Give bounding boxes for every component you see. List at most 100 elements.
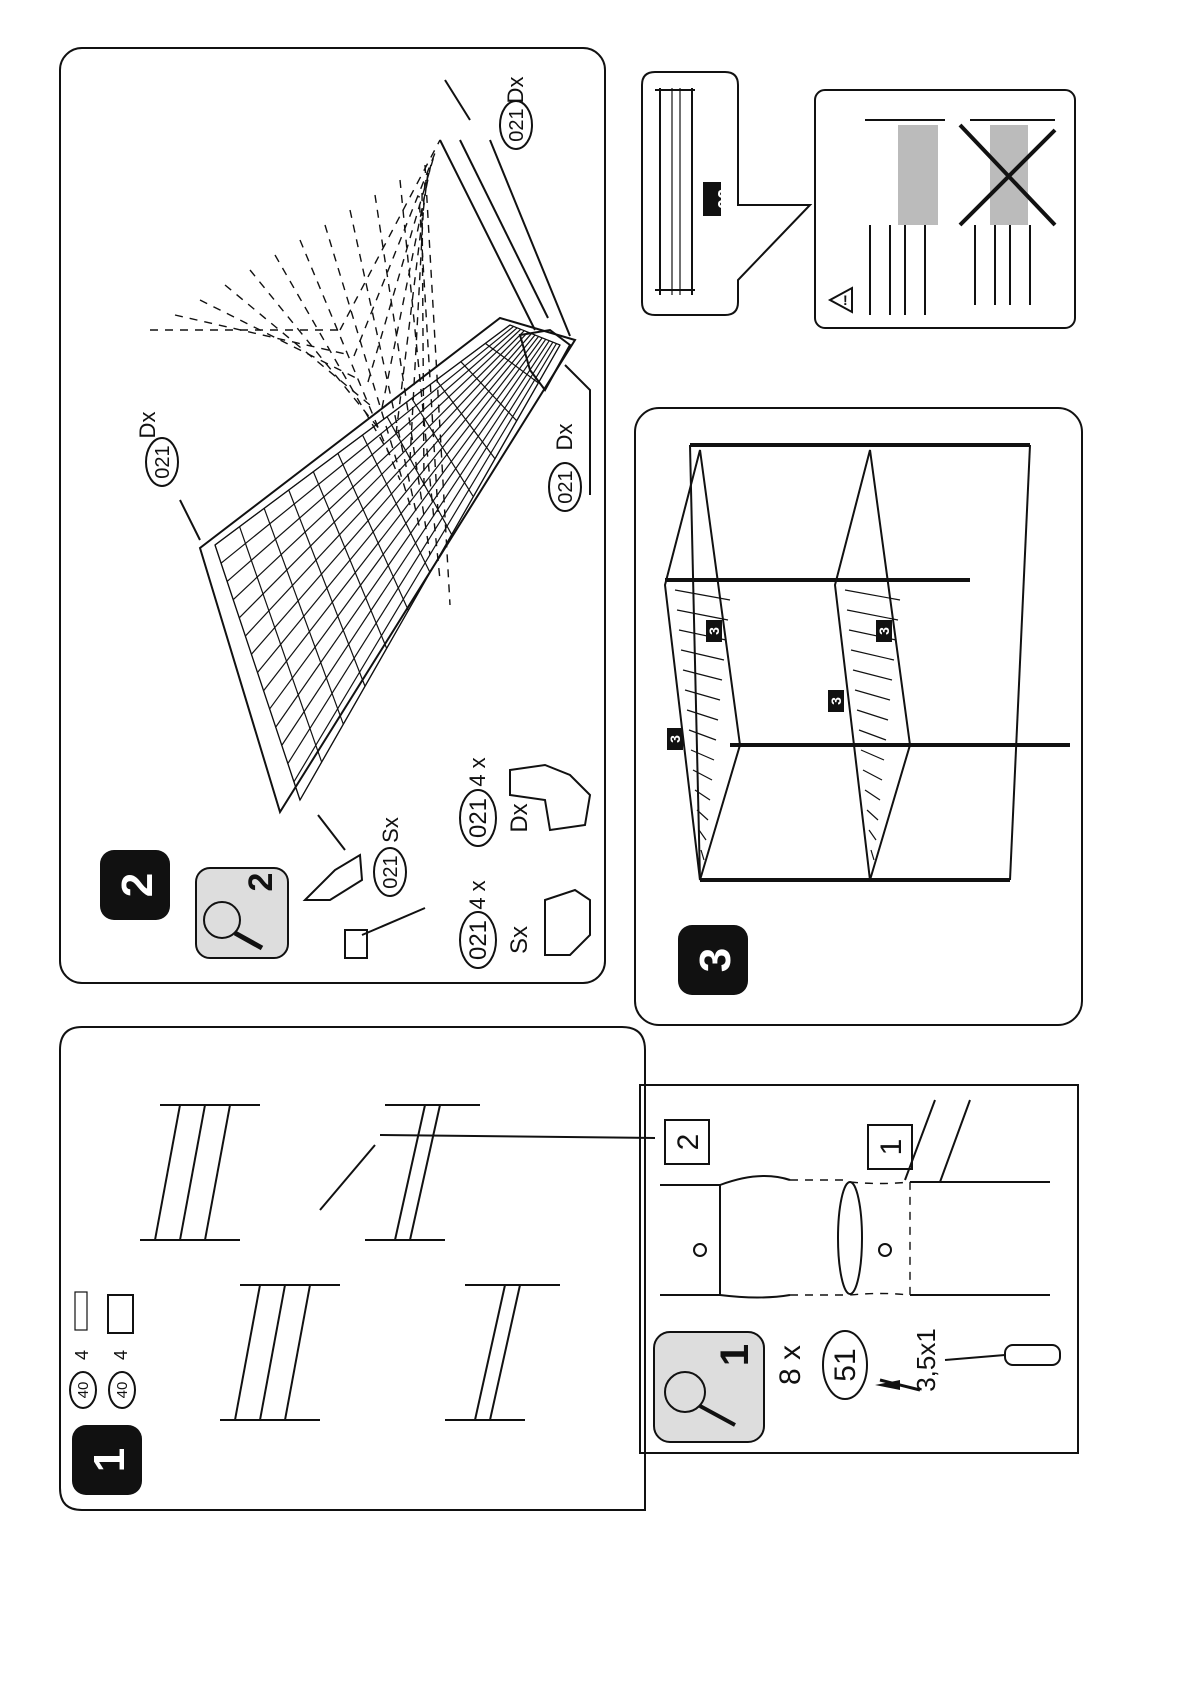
illustration-line — [250, 333, 532, 655]
detail-label-1: 1 — [875, 1139, 908, 1156]
illustration-line — [418, 195, 439, 513]
screw-icon — [875, 1378, 921, 1392]
illustration-line — [690, 749, 715, 761]
svg-text:Dx: Dx — [135, 412, 160, 439]
illustration-line — [700, 849, 705, 861]
screw-qty: 8 x — [774, 1345, 807, 1385]
illustration-line — [154, 1104, 181, 1241]
illustration-line — [489, 1284, 521, 1421]
illustration-line — [854, 689, 891, 701]
illustration-line — [179, 1104, 206, 1241]
illustration-line — [409, 1104, 441, 1241]
illustration-line — [674, 589, 731, 601]
illustration-line — [676, 609, 729, 621]
illustration-line — [293, 343, 557, 783]
cross-mark-icon — [958, 123, 1057, 227]
svg-text:4 x: 4 x — [465, 880, 490, 909]
svg-text:021: 021 — [555, 470, 577, 503]
callout-021-dx-corner: 021 Dx — [548, 424, 582, 512]
illustration-line — [421, 187, 425, 487]
svg-text:!: ! — [843, 292, 848, 308]
illustration-line — [692, 769, 713, 781]
svg-text:021: 021 — [506, 108, 528, 141]
illustration-line — [698, 829, 707, 841]
svg-text:Dx: Dx — [506, 803, 533, 832]
illustration-line — [238, 330, 525, 619]
tube-joint-illustration — [660, 1099, 1050, 1299]
illustration-line — [287, 341, 554, 764]
svg-text:Dx: Dx — [503, 77, 528, 104]
illustration-line — [274, 254, 391, 456]
illustration-line — [204, 1104, 231, 1241]
step-2-panel: 2 2 021 Dx 021 — [59, 47, 606, 984]
illustration-line — [226, 327, 518, 582]
illustration-line — [474, 1284, 506, 1421]
illustration-line — [858, 729, 887, 741]
svg-text:3: 3 — [828, 697, 844, 705]
zoom-1-badge — [653, 1331, 765, 1443]
illustration-line — [862, 769, 883, 781]
illustration-line — [263, 336, 540, 692]
illustration-line — [846, 609, 899, 621]
illustration-line — [353, 147, 438, 357]
illustration-line — [244, 331, 529, 637]
svg-text:3: 3 — [706, 627, 722, 635]
svg-text:4: 4 — [111, 1350, 131, 1360]
svg-text:40: 40 — [114, 1382, 131, 1399]
illustration-line — [868, 829, 877, 841]
svg-text:40: 40 — [75, 1382, 92, 1399]
illustration-line — [374, 194, 431, 556]
illustration-line — [864, 789, 881, 801]
illustration-line — [381, 163, 432, 409]
svg-text:Sx: Sx — [506, 926, 533, 954]
magnifier-icon — [664, 1371, 736, 1427]
part-3-labels: 3 3 3 3 — [667, 620, 892, 750]
zoom-2-label: 2 — [242, 873, 280, 892]
illustration-line — [234, 1284, 261, 1421]
parts-list-dx: 021 4 x Dx — [459, 757, 592, 847]
callout-021-dx-left: 021 Dx — [135, 412, 179, 487]
svg-text:021: 021 — [152, 445, 174, 478]
screw-size: 3,5x1 — [911, 1328, 941, 1392]
illustration-line — [249, 269, 381, 431]
illustration-line — [349, 209, 421, 531]
step-1-panel: 1 40 4 40 4 — [59, 1026, 656, 1511]
illustration-line — [199, 299, 361, 381]
svg-text:021: 021 — [465, 920, 492, 960]
illustration-line — [866, 809, 879, 821]
illustration-line — [852, 669, 893, 681]
parts-list-caps: 40 4 40 4 — [69, 1291, 136, 1409]
step-2-number: 2 — [113, 873, 162, 897]
warning-triangle-icon: ! — [827, 286, 853, 314]
step-1-badge — [72, 1425, 142, 1495]
illustration-line — [844, 589, 901, 601]
step-2-badge — [100, 850, 170, 920]
illustration-line — [684, 689, 721, 701]
screwdriver-icon — [944, 1344, 1061, 1366]
illustration-line — [214, 324, 511, 546]
svg-text:Sx: Sx — [378, 817, 403, 843]
illustration-line — [870, 849, 875, 861]
spacing-detail: 90 — [641, 71, 813, 316]
illustration-line — [275, 338, 547, 728]
shelving-unit-illustration — [663, 443, 1070, 882]
illustration-line — [856, 709, 889, 721]
svg-text:3: 3 — [667, 735, 683, 743]
illustration-line — [259, 1284, 286, 1421]
warning-panel: ! — [814, 89, 1076, 329]
illustration-line — [220, 325, 514, 564]
illustration-line — [232, 328, 522, 601]
svg-text:021: 021 — [465, 798, 492, 838]
detail-label-2: 2 — [672, 1134, 705, 1151]
spacing-value: 90 — [714, 189, 734, 209]
illustration-line — [269, 337, 543, 710]
illustration-line — [284, 1284, 311, 1421]
svg-text:021: 021 — [380, 855, 402, 888]
illustration-line — [257, 334, 536, 673]
illustration-line — [299, 239, 401, 481]
svg-text:4: 4 — [72, 1350, 92, 1360]
callout-021-dx-top: 021 Dx — [499, 77, 533, 150]
svg-text:Dx: Dx — [552, 424, 577, 451]
illustration-line — [224, 284, 371, 406]
